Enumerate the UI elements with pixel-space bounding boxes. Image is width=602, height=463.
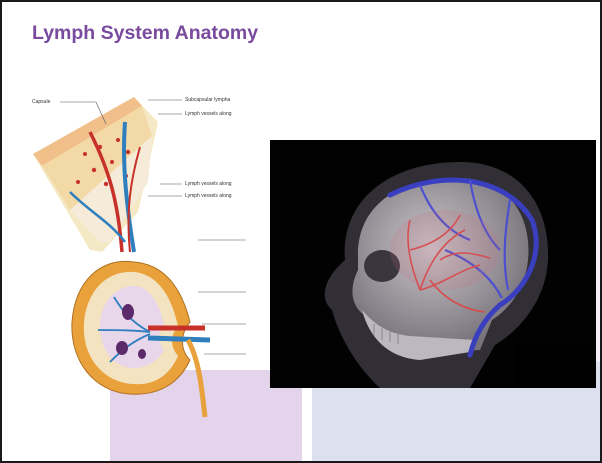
slide-title: Lymph System Anatomy — [32, 22, 258, 45]
caption-box — [516, 344, 592, 384]
label-lymph-vessels-1: Lymph vessels along — [185, 111, 232, 117]
skull-vessel-image — [270, 140, 596, 388]
label-lymph-vessels-2: Lymph vessels along — [185, 181, 232, 187]
diagram-illustration — [30, 92, 248, 422]
lymph-anatomy-diagram: Capsule Subcapsular lympha Lymph vessels… — [30, 92, 248, 422]
label-capsule: Capsule — [32, 99, 50, 105]
label-lymph-vessels-3: Lymph vessels along — [185, 193, 232, 199]
label-subcapsular: Subcapsular lympha — [185, 97, 230, 103]
